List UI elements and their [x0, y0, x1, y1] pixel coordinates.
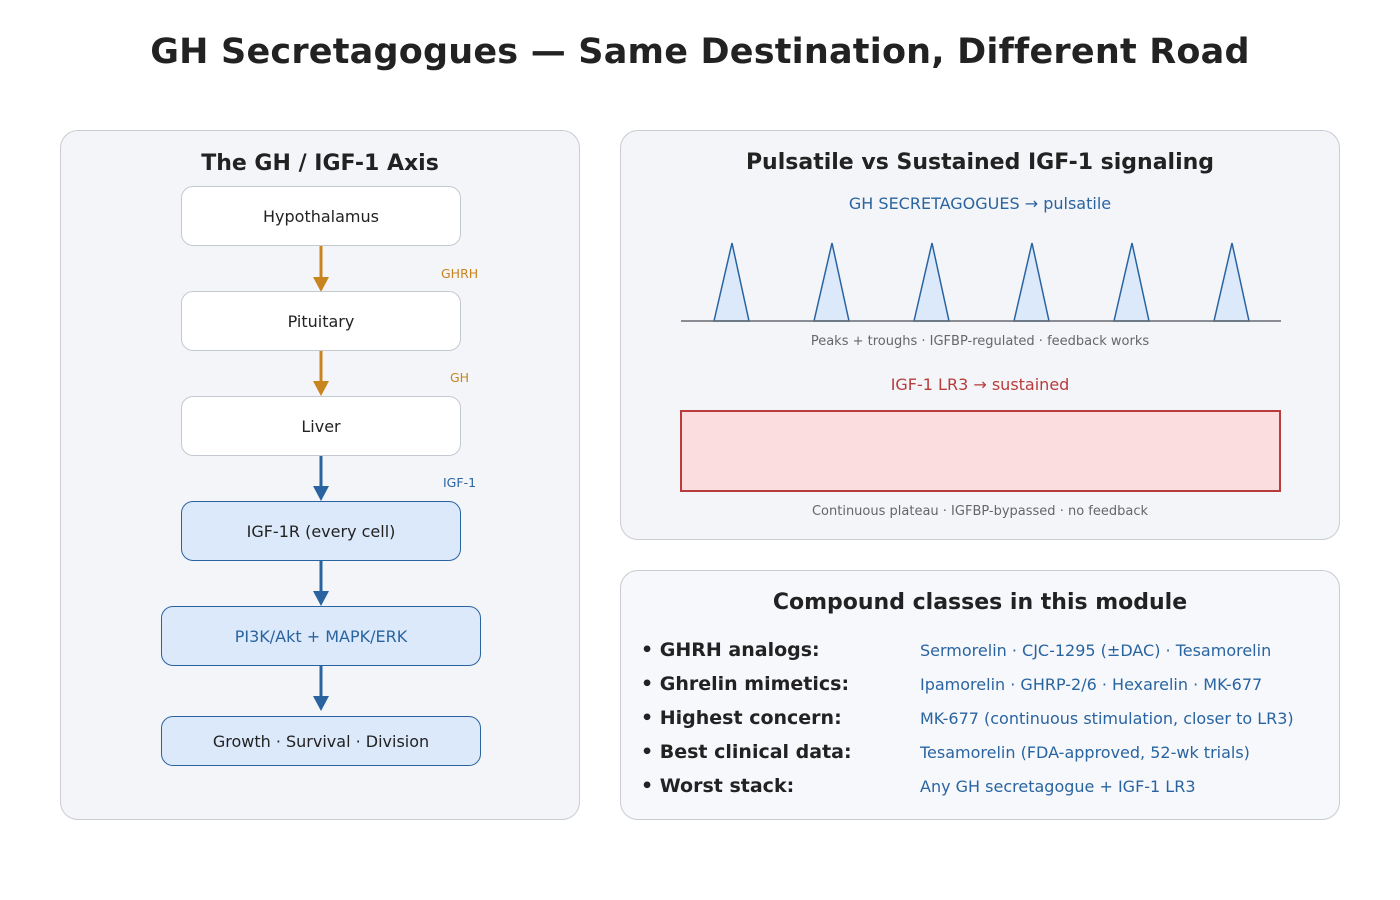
page-title: GH Secretagogues — Same Destination, Dif…: [150, 32, 1250, 72]
axis-panel-title: The GH / IGF-1 Axis: [201, 151, 439, 176]
node-liver: Liver: [181, 396, 461, 456]
class-label: • Ghrelin mimetics:: [641, 673, 850, 695]
pulse-peak: [1013, 242, 1050, 322]
node-hypothalamus: Hypothalamus: [181, 186, 461, 246]
class-label: • Best clinical data:: [641, 741, 852, 763]
class-label: • GHRH analogs:: [641, 639, 820, 661]
class-row: • Highest concern: MK-677 (continuous st…: [641, 707, 1331, 735]
node-pituitary: Pituitary: [181, 291, 461, 351]
class-row: • Best clinical data: Tesamorelin (FDA-a…: [641, 741, 1331, 769]
gh-arrow-head: [313, 381, 329, 396]
label-igf1: IGF-1: [443, 475, 477, 490]
class-row: • Ghrelin mimetics: Ipamorelin · GHRP-2/…: [641, 673, 1331, 701]
pulse-chart: [681, 242, 1281, 322]
signaling-panel: Pulsatile vs Sustained IGF-1 signaling G…: [620, 130, 1340, 540]
classes-panel: Compound classes in this module • GHRH a…: [620, 570, 1340, 820]
node-igf1r: IGF-1R (every cell): [181, 501, 461, 561]
pulse-peak: [713, 242, 750, 322]
axis-arrows: [313, 246, 329, 711]
pathway-arrow-head: [313, 696, 329, 711]
axis-panel: The GH / IGF-1 Axis Hypothalamus: [60, 130, 580, 820]
class-value: Any GH secretagogue + IGF-1 LR3: [920, 777, 1196, 796]
label-gh: GH: [450, 370, 470, 385]
pulsatile-label: GH SECRETAGOGUES → pulsatile: [848, 194, 1112, 213]
class-label: • Highest concern:: [641, 707, 842, 729]
class-value: Sermorelin · CJC-1295 (±DAC) · Tesamorel…: [920, 641, 1272, 660]
class-row: • GHRH analogs: Sermorelin · CJC-1295 (±…: [641, 639, 1331, 667]
receptor-arrow-head: [313, 591, 329, 606]
pulse-peak: [813, 242, 850, 322]
pulse-peak: [1213, 242, 1250, 322]
label-ghrh: GHRH: [441, 266, 479, 281]
ghrh-arrow-head: [313, 277, 329, 292]
class-row: • Worst stack: Any GH secretagogue + IGF…: [641, 775, 1331, 803]
classes-panel-title: Compound classes in this module: [772, 590, 1188, 615]
class-value: Ipamorelin · GHRP-2/6 · Hexarelin · MK-6…: [920, 675, 1263, 694]
pulse-peak: [913, 242, 950, 322]
class-label: • Worst stack:: [641, 775, 795, 797]
node-growth-outcomes: Growth · Survival · Division: [161, 716, 481, 766]
node-pi3k-mapk: PI3K/Akt + MAPK/ERK: [161, 606, 481, 666]
class-value: Tesamorelin (FDA-approved, 52-wk trials): [920, 743, 1250, 762]
class-value: MK-677 (continuous stimulation, closer t…: [920, 709, 1294, 728]
pulsatile-note: Peaks + troughs · IGFBP-regulated · feed…: [810, 334, 1150, 349]
signaling-panel-title: Pulsatile vs Sustained IGF-1 signaling: [745, 150, 1215, 175]
sustained-note: Continuous plateau · IGFBP-bypassed · no…: [811, 504, 1149, 519]
sustained-plateau: [680, 410, 1281, 492]
pulse-peak: [1113, 242, 1150, 322]
igf1-arrow-head: [313, 486, 329, 501]
sustained-label: IGF-1 LR3 → sustained: [890, 375, 1070, 394]
